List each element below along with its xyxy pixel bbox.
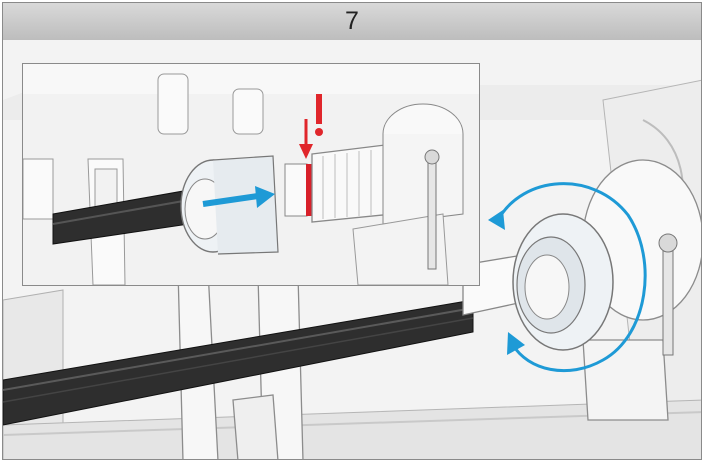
step-number: 7 bbox=[345, 7, 359, 35]
inset-illustration bbox=[23, 64, 479, 285]
step-header: 7 bbox=[3, 3, 701, 41]
exclamation-warning-icon bbox=[299, 94, 323, 159]
push-arrow-icon bbox=[202, 186, 275, 208]
detail-inset bbox=[22, 63, 480, 286]
rotate-arrow-icon bbox=[488, 182, 647, 373]
